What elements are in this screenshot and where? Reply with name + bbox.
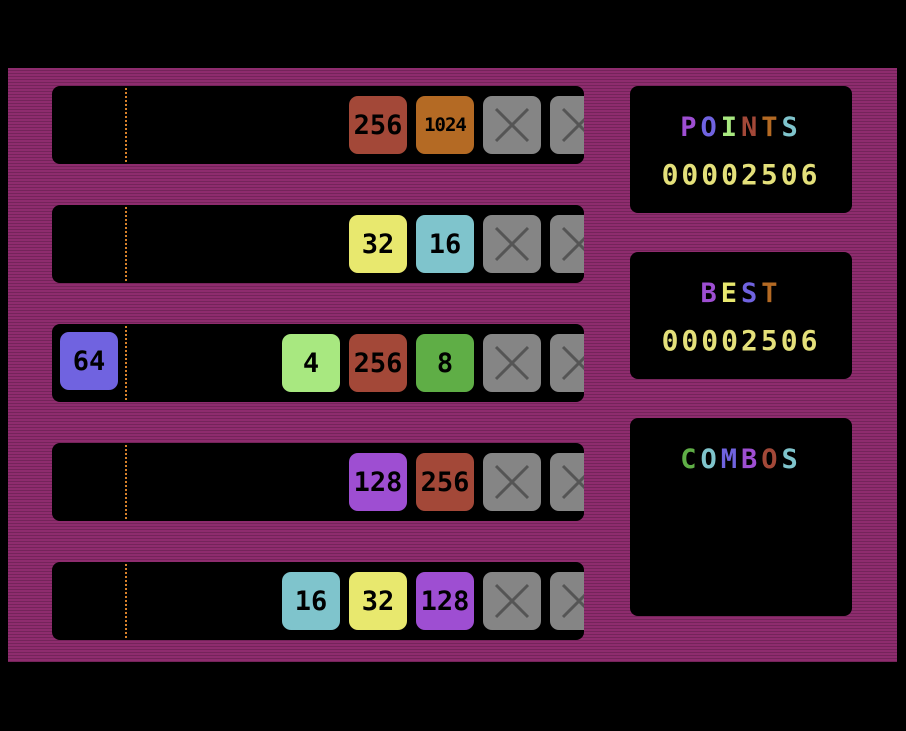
best-title: BEST: [630, 278, 852, 309]
title-letter: O: [761, 444, 782, 475]
x-icon: [561, 464, 584, 500]
title-letter: P: [680, 112, 701, 143]
points-panel: POINTS 00002506: [630, 86, 852, 213]
x-icon: [494, 226, 530, 262]
tile-value: 1024: [424, 114, 467, 136]
blocked-tile: [550, 453, 584, 511]
blocked-tile: [550, 96, 584, 154]
title-letter: O: [700, 112, 721, 143]
title-letter: O: [700, 444, 721, 475]
number-tile: 256: [349, 334, 407, 392]
number-tile: 128: [349, 453, 407, 511]
title-letter: E: [720, 278, 741, 309]
tile-value: 4: [302, 347, 320, 379]
lane-3: 4 256 8: [52, 324, 584, 402]
title-letter: N: [741, 112, 762, 143]
number-tile: 32: [349, 572, 407, 630]
lane-5: 16 32 128: [52, 562, 584, 640]
best-value: 00002506: [661, 324, 821, 357]
blocked-tile: [550, 334, 584, 392]
title-letter: S: [781, 444, 802, 475]
tile-value: 256: [353, 347, 403, 379]
blocked-tile: [550, 572, 584, 630]
combos-panel: COMBOS: [630, 418, 852, 616]
tile-value: 16: [294, 585, 328, 617]
points-title: POINTS: [630, 112, 852, 143]
title-letter: M: [720, 444, 741, 475]
title-letter: S: [741, 278, 762, 309]
x-icon: [494, 583, 530, 619]
tile-value: 128: [353, 466, 403, 498]
incoming-tile-label: 64: [72, 345, 106, 377]
lane-drop-marker: [125, 326, 127, 400]
lane-drop-marker: [125, 445, 127, 519]
tile-value: 256: [420, 466, 470, 498]
x-icon: [494, 464, 530, 500]
title-letter: B: [700, 278, 721, 309]
number-tile: 16: [282, 572, 340, 630]
points-value: 00002506: [661, 158, 821, 191]
lane-1: 256 1024: [52, 86, 584, 164]
x-icon: [494, 107, 530, 143]
lane-drop-marker: [125, 207, 127, 281]
x-icon: [561, 345, 584, 381]
number-tile: 4: [282, 334, 340, 392]
title-letter: T: [761, 278, 782, 309]
title-letter: C: [680, 444, 701, 475]
number-tile: 256: [349, 96, 407, 154]
x-icon: [561, 226, 584, 262]
lane-2: 32 16: [52, 205, 584, 283]
blocked-tile: [483, 96, 541, 154]
blocked-tile: [483, 215, 541, 273]
number-tile: 32: [349, 215, 407, 273]
title-letter: B: [741, 444, 762, 475]
number-tile: 8: [416, 334, 474, 392]
blocked-tile: [483, 334, 541, 392]
x-icon: [561, 107, 584, 143]
tile-value: 16: [428, 228, 462, 260]
best-panel: BEST 00002506: [630, 252, 852, 379]
number-tile: 256: [416, 453, 474, 511]
x-icon: [494, 345, 530, 381]
number-tile: 1024: [416, 96, 474, 154]
x-icon: [561, 583, 584, 619]
title-letter: I: [720, 112, 741, 143]
number-tile: 128: [416, 572, 474, 630]
blocked-tile: [550, 215, 584, 273]
tile-value: 128: [420, 585, 470, 617]
blocked-tile: [483, 453, 541, 511]
lane-drop-marker: [125, 564, 127, 638]
tile-value: 32: [361, 585, 395, 617]
title-letter: T: [761, 112, 782, 143]
incoming-tile[interactable]: 64: [60, 332, 118, 390]
combos-title: COMBOS: [630, 444, 852, 475]
lane-drop-marker: [125, 88, 127, 162]
title-letter: S: [781, 112, 802, 143]
tile-value: 256: [353, 109, 403, 141]
number-tile: 16: [416, 215, 474, 273]
blocked-tile: [483, 572, 541, 630]
tile-value: 32: [361, 228, 395, 260]
tile-value: 8: [436, 347, 454, 379]
lane-4: 128 256: [52, 443, 584, 521]
